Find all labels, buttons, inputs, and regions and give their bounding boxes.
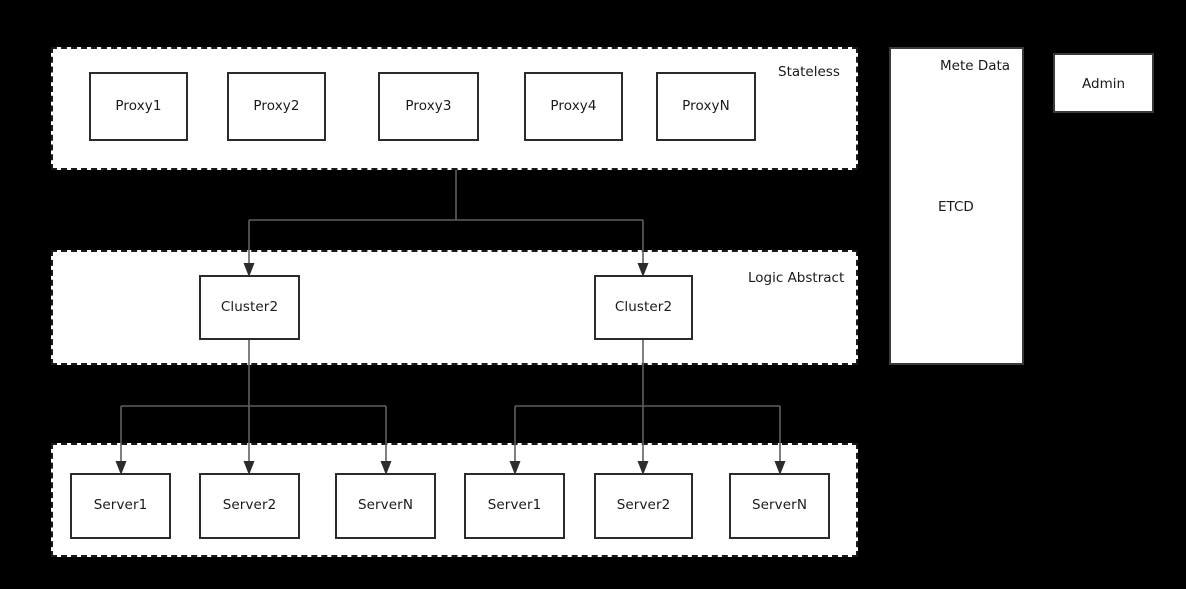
node-cluster-left[interactable]: Cluster2 xyxy=(199,275,300,340)
layer-servers xyxy=(51,443,858,557)
node-servern-group2[interactable]: ServerN xyxy=(729,473,830,539)
panel-label-mete-data: Mete Data xyxy=(940,58,1011,74)
panel-label-etcd: ETCD xyxy=(938,199,974,215)
node-server2-group1[interactable]: Server2 xyxy=(199,473,300,539)
layer-label-logic-abstract: Logic Abstract xyxy=(748,270,845,286)
node-server1-group2[interactable]: Server1 xyxy=(464,473,565,539)
panel-meta-data xyxy=(889,47,1024,365)
panel-label-admin: Admin xyxy=(1082,76,1126,92)
node-proxy1[interactable]: Proxy1 xyxy=(89,72,188,141)
node-proxy4[interactable]: Proxy4 xyxy=(524,72,623,141)
node-proxyn[interactable]: ProxyN xyxy=(656,72,756,141)
node-proxy2[interactable]: Proxy2 xyxy=(227,72,326,141)
layer-label-stateless: Stateless xyxy=(778,64,840,80)
node-server2-group2[interactable]: Server2 xyxy=(594,473,693,539)
node-servern-group1[interactable]: ServerN xyxy=(335,473,436,539)
node-server1-group1[interactable]: Server1 xyxy=(70,473,171,539)
node-proxy3[interactable]: Proxy3 xyxy=(378,72,479,141)
panel-admin[interactable] xyxy=(1053,53,1154,113)
layer-logic-abstract xyxy=(51,250,858,365)
node-cluster-right[interactable]: Cluster2 xyxy=(594,275,693,340)
